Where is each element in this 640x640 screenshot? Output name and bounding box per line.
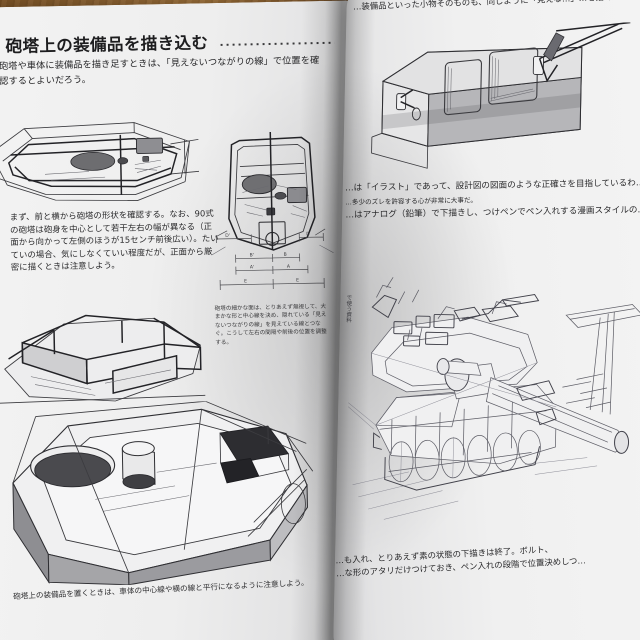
- dim-label-d-left: D': [225, 233, 230, 239]
- dim-label-e-left: E: [244, 278, 247, 284]
- figure-stowage-box-perspective: [365, 17, 636, 183]
- figure-turret-top-perspective-wireframe: [0, 115, 214, 211]
- body-paragraph: まず、前と横から砲塔の形状を確認する。なお、90式の砲塔は砲身を中心として若干左…: [9, 208, 219, 273]
- lead-paragraph: 砲塔や車体に装備品を描き足すときは、「見えないつながりの線」で位置を確認するとよ…: [0, 55, 320, 88]
- figure-type90-tank-pencil-sketch: [337, 256, 640, 551]
- heading-dot-leader: [218, 32, 335, 48]
- dim-label-d-right: D: [306, 231, 310, 237]
- figure-turret-shaded-block: [5, 399, 320, 587]
- book-page-right: …装備品といった小物そのものも、同じように「見えな…」…を描くことなく収まる。: [333, 0, 640, 640]
- right-mid-paragraph: …は「イラスト」であって、設計図の図面のような正確さを目指しているわ… …多少の…: [345, 177, 640, 224]
- right-top-paragraph: …装備品といった小物そのものも、同じように「見えな…」…を描くことなく収まる。: [352, 0, 640, 12]
- figure-turret-front-elevation-with-dimensions: D' D B' B A' A E E: [209, 125, 334, 299]
- dim-label-b-left: B': [250, 252, 255, 258]
- figure-turret-block-massing-wireframe: [0, 307, 212, 411]
- page-title: 砲塔上の装備品を描き込む: [5, 33, 209, 57]
- dim-label-e-right: E: [296, 277, 299, 283]
- dim-label-a-right: A: [287, 264, 291, 270]
- dim-label-b-right: B: [284, 252, 287, 258]
- dim-label-a-left: A': [250, 264, 255, 270]
- book-page-left: 3 砲塔上の装備品を描き込む 砲塔や車体に装備品を描き足すときは、「見えないつな…: [0, 0, 369, 640]
- figure-caption-middle: 砲塔の細かな面は、とりあえず無視して、大まかな形と中心線を決め、隠れている「見え…: [214, 303, 327, 346]
